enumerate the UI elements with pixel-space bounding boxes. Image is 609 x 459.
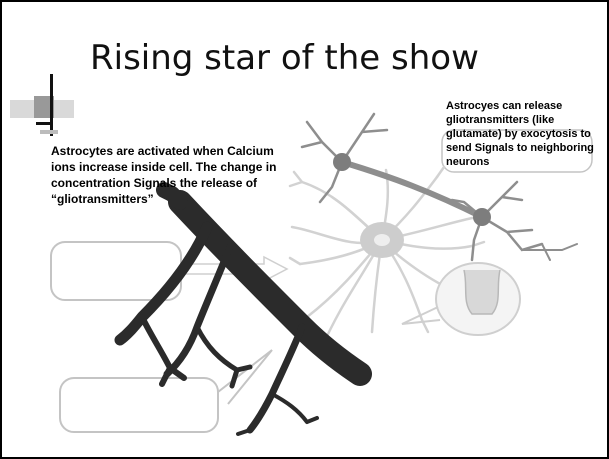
title-bullet-mark xyxy=(10,72,90,142)
magnifier-pointer xyxy=(402,307,440,324)
gliotransmitter-release-text: Astrocyes can release gliotransmitters (… xyxy=(446,99,596,169)
gray-neuron-body-left xyxy=(333,153,351,171)
slide-title: Rising star of the show xyxy=(90,38,479,78)
callout-box-lower-left xyxy=(60,378,218,432)
gray-neuron-body-right xyxy=(473,208,491,226)
synapse-terminal xyxy=(464,270,500,314)
astrocyte-nucleus xyxy=(374,234,390,246)
dark-neuron xyxy=(120,190,360,434)
callout-pointer-lower xyxy=(218,350,272,404)
calcium-activation-text: Astrocytes are activated when Calcium io… xyxy=(51,143,283,207)
